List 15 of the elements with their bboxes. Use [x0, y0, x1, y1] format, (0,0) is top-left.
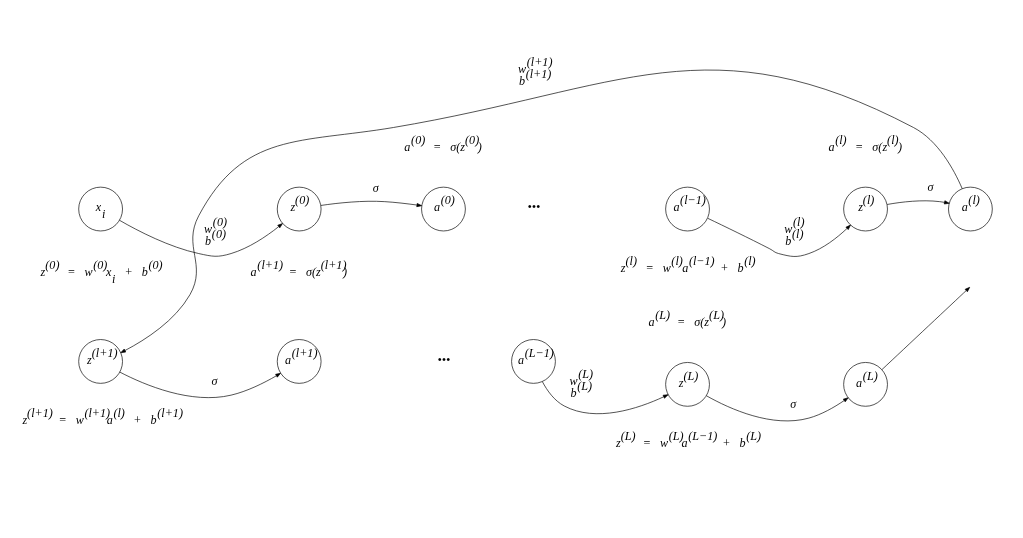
arrow: [320, 200, 422, 207]
edge-label: σ: [372, 180, 379, 195]
arrow: [881, 286, 971, 370]
arrow: [119, 371, 281, 398]
arrow: [706, 395, 849, 422]
label: •••: [437, 352, 451, 367]
arrow: [542, 381, 669, 415]
label: •••: [527, 200, 541, 215]
arrow: [707, 218, 851, 257]
edge-label: σ: [927, 180, 934, 195]
arrow: [120, 69, 963, 354]
arrow: [119, 219, 283, 257]
edge-label: σ: [790, 397, 797, 412]
edge-label: σ: [211, 374, 218, 389]
arrow: [886, 200, 950, 205]
